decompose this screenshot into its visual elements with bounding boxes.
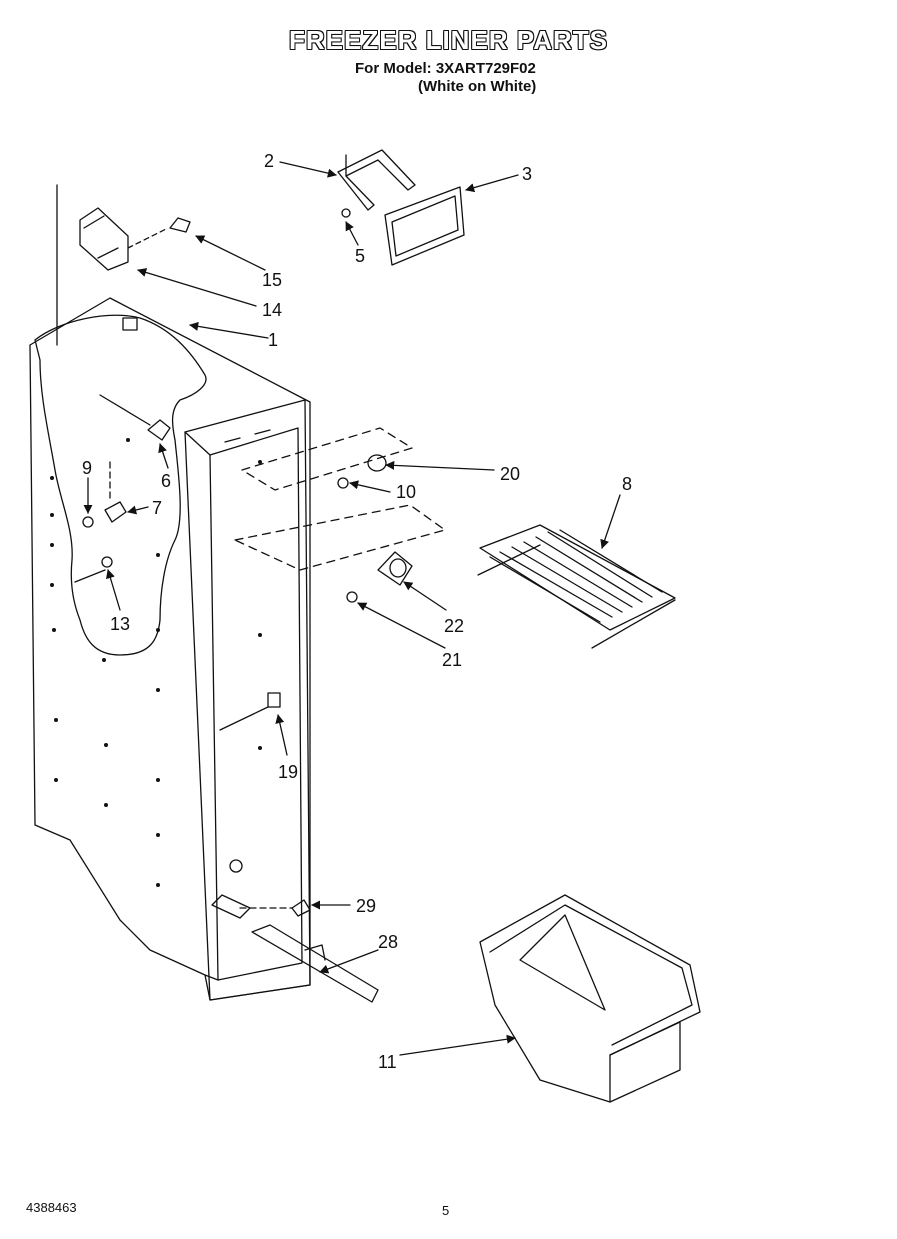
- screw-13: [74, 556, 113, 583]
- support-20: [367, 454, 387, 472]
- clip-7: [104, 461, 127, 523]
- screw-10: [337, 477, 349, 489]
- callout-10: 10: [396, 482, 416, 502]
- screw-15: [169, 217, 191, 233]
- page-title: FREEZER LINER PARTS: [289, 25, 608, 55]
- breaker-clip-14: [56, 184, 169, 346]
- model-number: For Model: 3XART729F02: [355, 60, 536, 77]
- callout-13: 13: [110, 614, 130, 634]
- freezer-liner: [29, 297, 311, 1001]
- screw-21: [346, 591, 358, 603]
- callout-20: 20: [500, 464, 520, 484]
- callout-29: 29: [356, 896, 376, 916]
- screw-5: [341, 208, 351, 218]
- screw-29: [239, 899, 311, 917]
- page-number: 5: [442, 1203, 450, 1218]
- callout-6: 6: [161, 471, 171, 491]
- callout-2: 2: [264, 151, 274, 171]
- rail-mount-area: [234, 427, 446, 571]
- callout-19: 19: [278, 762, 298, 782]
- ice-bin-11: [479, 894, 701, 1103]
- cover-19: [219, 692, 281, 731]
- callout-3: 3: [522, 164, 532, 184]
- callout-7: 7: [152, 498, 162, 518]
- light-shield-3: [384, 186, 465, 266]
- callout-1: 1: [268, 330, 278, 350]
- color-variant: (White on White): [418, 78, 537, 95]
- callout-5: 5: [355, 246, 365, 266]
- callout-labels: 1 2 3 5 6 7 8 9 10 11 13 14 15 19 20 21 …: [82, 151, 632, 1072]
- document-number: 4388463: [26, 1200, 77, 1215]
- callout-9: 9: [82, 458, 92, 478]
- callout-15: 15: [262, 270, 282, 290]
- rail-28: [251, 924, 379, 1003]
- shelf-support-6: [99, 394, 171, 441]
- callout-28: 28: [378, 932, 398, 952]
- leader-lines: [83, 161, 621, 1056]
- callout-11: 11: [378, 1052, 397, 1072]
- callout-14: 14: [262, 300, 282, 320]
- support-22: [377, 551, 413, 586]
- wire-shelf-8: [477, 524, 676, 649]
- callout-22: 22: [444, 616, 464, 636]
- callout-21: 21: [442, 650, 462, 670]
- callout-8: 8: [622, 474, 632, 494]
- light-bracket-2: [337, 149, 416, 211]
- screw-9: [82, 516, 94, 528]
